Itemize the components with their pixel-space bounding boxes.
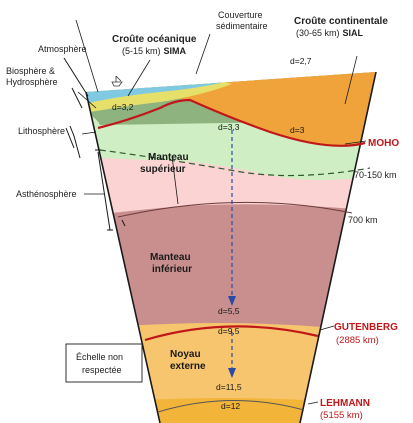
- label-depth-70-150: 70-150 km: [354, 170, 397, 180]
- label-gutenberg-depth: (2885 km): [336, 335, 379, 346]
- label-lithosphere: Lithosphère: [18, 126, 65, 136]
- label-depth-700: 700 km: [348, 215, 378, 225]
- density-lower-mantle: d=5,5: [218, 306, 240, 316]
- label-couverture-line2: sédimentaire: [216, 21, 268, 31]
- label-atmosphere: Atmosphère: [38, 44, 87, 54]
- boat-icon: [112, 76, 122, 86]
- label-lehmann-depth: (5155 km): [320, 410, 363, 421]
- label-biosphere-line1: Biosphère &: [6, 66, 55, 76]
- label-noyau-externe-line2: externe: [170, 361, 206, 372]
- label-asthenosphere: Asthénosphère: [16, 189, 77, 199]
- croute-continentale-detail-bold: SIAL: [343, 28, 364, 38]
- density-inner-core: d=12: [221, 401, 240, 411]
- label-couverture-line1: Couverture: [218, 10, 263, 20]
- scale-note-line2: respectée: [82, 365, 122, 375]
- label-biosphere-line2: Hydrosphère: [6, 77, 58, 87]
- label-croute-continentale: Croûte continentale: [294, 16, 388, 27]
- scale-note-line1: Échelle non: [76, 352, 123, 362]
- scale-note-box: [66, 344, 142, 382]
- croute-oceanique-detail-bold: SIMA: [164, 46, 187, 56]
- label-manteau-inferieur-line1: Manteau: [150, 252, 191, 263]
- density-gutenberg: d=9,5: [218, 326, 240, 336]
- label-gutenberg: GUTENBERG: [334, 322, 398, 333]
- density-upper-mantle: d=3,3: [218, 122, 240, 132]
- label-manteau-inferieur-line2: inférieur: [152, 264, 192, 275]
- label-croute-oceanique-detail: (5-15 km)SIMA: [122, 46, 187, 56]
- density-outer-core: d=11,5: [216, 382, 242, 392]
- label-croute-continentale-detail: (30-65 km)SIAL: [296, 28, 364, 38]
- croute-continentale-detail-prefix: (30-65 km): [296, 28, 340, 38]
- label-moho: MOHO: [368, 138, 399, 149]
- density-continent-crust: d=3: [290, 125, 305, 135]
- density-ocean: d=3,2: [112, 102, 134, 112]
- density-continent-peak: d=2,7: [290, 56, 312, 66]
- label-lehmann: LEHMANN: [320, 398, 370, 409]
- label-manteau-superieur-line2: supérieur: [140, 164, 186, 175]
- label-manteau-superieur-line1: Manteau: [148, 152, 189, 163]
- label-noyau-externe-line1: Noyau: [170, 349, 201, 360]
- croute-oceanique-detail-prefix: (5-15 km): [122, 46, 161, 56]
- label-croute-oceanique: Croûte océanique: [112, 34, 197, 45]
